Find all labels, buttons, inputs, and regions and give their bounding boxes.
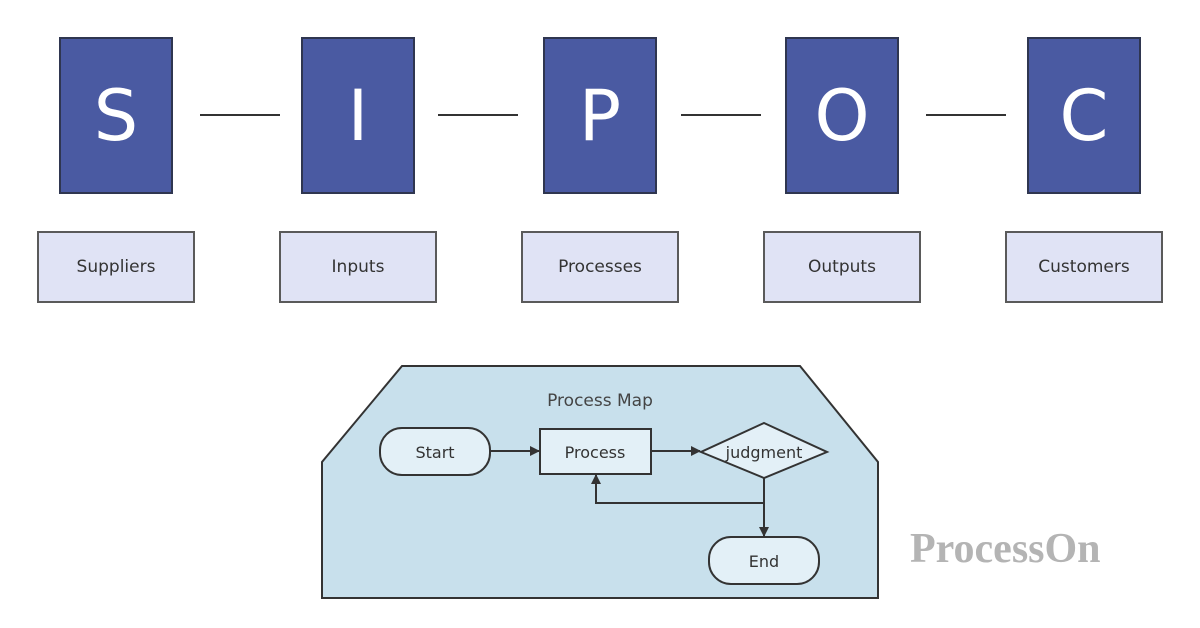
label-suppliers: Suppliers	[37, 231, 195, 303]
process-label: Process	[565, 443, 626, 462]
connector	[681, 114, 761, 116]
sipoc-letter-i: I	[301, 37, 415, 194]
connector	[200, 114, 280, 116]
label-customers: Customers	[1005, 231, 1163, 303]
sipoc-letter-s: S	[59, 37, 173, 194]
arrow-judgment-process	[591, 474, 765, 504]
connector	[926, 114, 1006, 116]
sipoc-letter-c: C	[1027, 37, 1141, 194]
label-processes: Processes	[521, 231, 679, 303]
end-label: End	[749, 552, 779, 571]
sipoc-letter-p: P	[543, 37, 657, 194]
watermark-logo: ProcessOn	[910, 526, 1101, 572]
process-map-title: Process Map	[547, 391, 653, 411]
connector	[438, 114, 518, 116]
label-inputs: Inputs	[279, 231, 437, 303]
label-outputs: Outputs	[763, 231, 921, 303]
start-label: Start	[415, 443, 454, 462]
end-node	[708, 536, 820, 585]
judgment-label: judgment	[725, 443, 803, 462]
sipoc-letter-o: O	[785, 37, 899, 194]
